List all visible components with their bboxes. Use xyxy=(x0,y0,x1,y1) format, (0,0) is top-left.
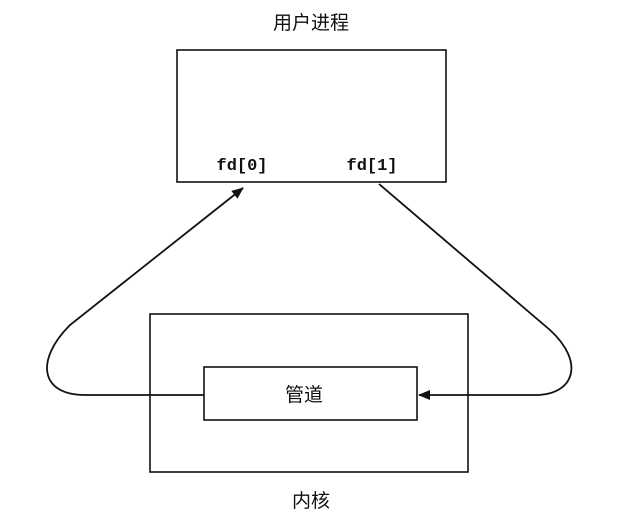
write-arrow xyxy=(378,183,573,400)
kernel-box xyxy=(149,313,469,473)
read-arrow xyxy=(46,187,244,396)
kernel-title: 内核 xyxy=(291,490,331,512)
pipe-label: 管道 xyxy=(284,384,324,406)
fd1-label: fd[1] xyxy=(346,157,398,176)
fd0-label: fd[0] xyxy=(216,157,268,176)
pipe-box xyxy=(203,366,418,421)
user-process-title: 用户进程 xyxy=(272,12,350,34)
user-process-box xyxy=(176,49,447,183)
